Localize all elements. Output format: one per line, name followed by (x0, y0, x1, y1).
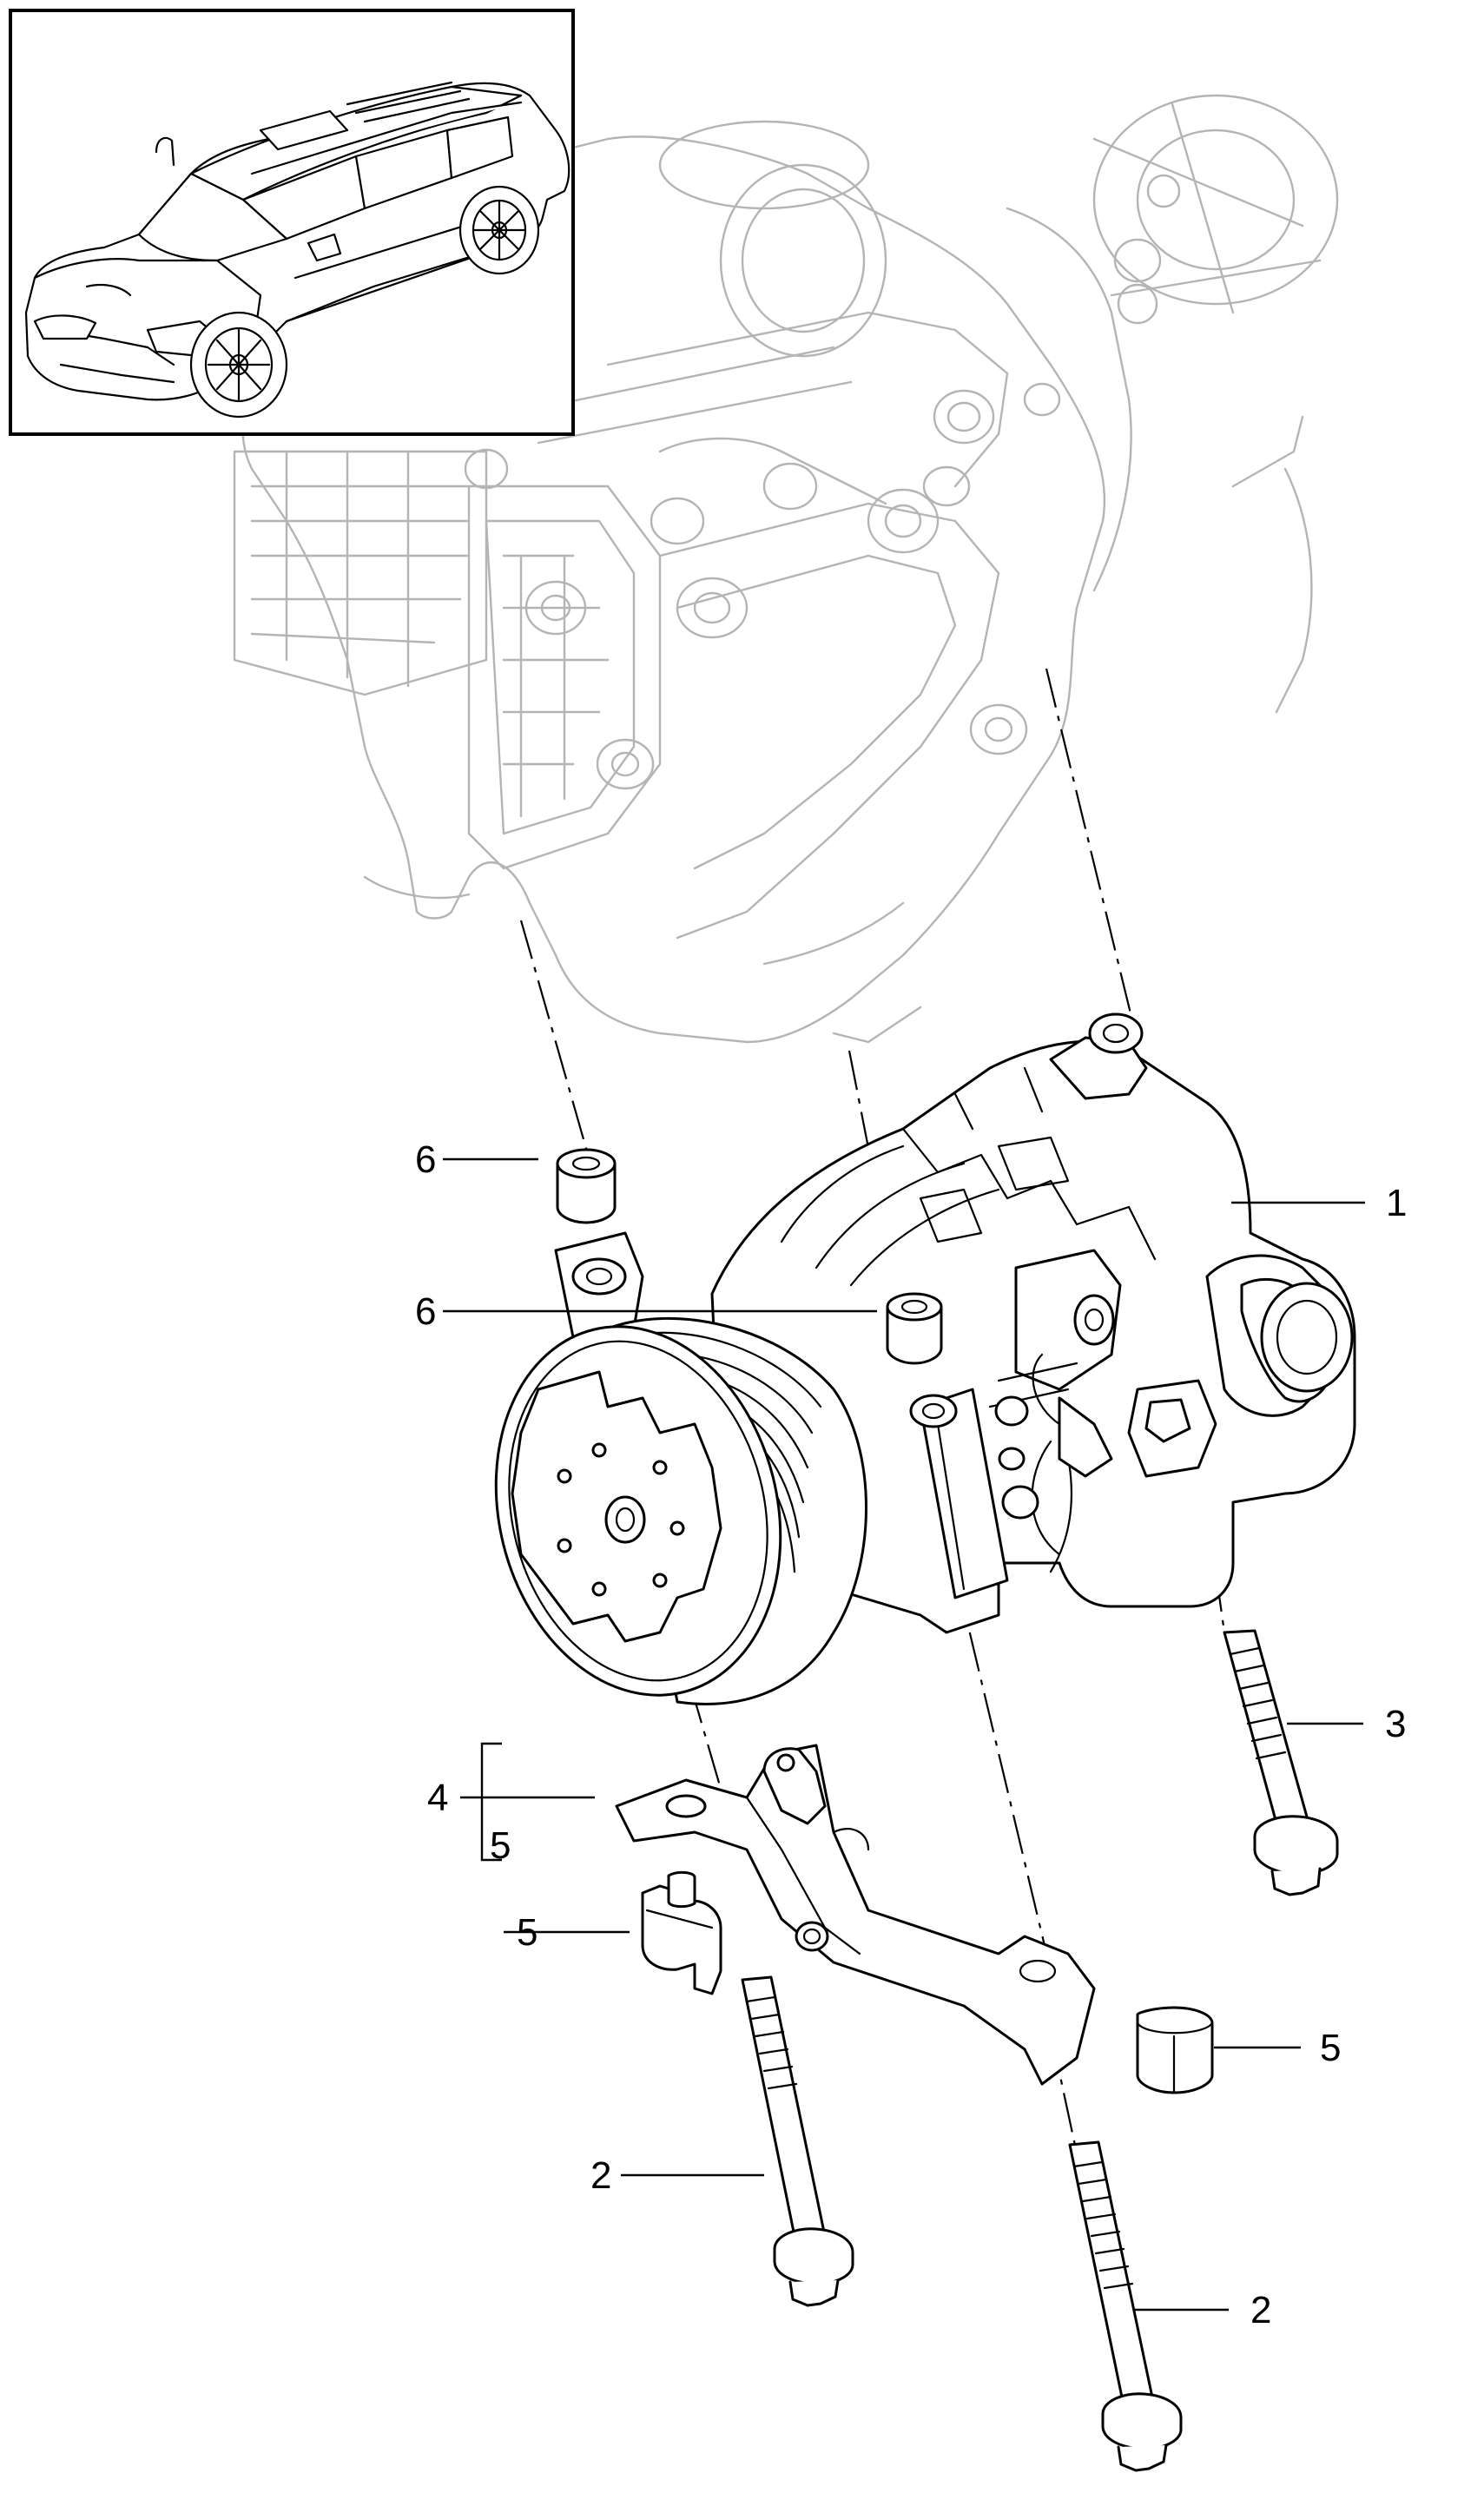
bolt-2b (1068, 2140, 1183, 2472)
clip-5c (1136, 2006, 1214, 2094)
callout-5c: 5 (1320, 2027, 1341, 2069)
callout-1: 1 (1386, 1182, 1407, 1224)
mounting-bracket (615, 1744, 1096, 2086)
spacer-sleeve-6a (556, 1148, 617, 1224)
callout-2a: 2 (590, 2154, 611, 2197)
ac-compressor (494, 1012, 1356, 1705)
callout-2b: 2 (1250, 2289, 1271, 2331)
bolt-3 (1223, 1629, 1339, 1896)
callout-3: 3 (1385, 1703, 1406, 1745)
bolt-2a (741, 1975, 854, 2307)
vehicle-thumbnail (9, 9, 575, 436)
callout-labels: 1 2 2 3 4 5 5 5 6 6 (415, 1138, 1407, 2331)
leader-lines (443, 1157, 1365, 2311)
callout-6a: 6 (415, 1138, 436, 1181)
engine-bracket-outline (233, 94, 1339, 1044)
clip-5b (641, 1870, 722, 1995)
callout-5b: 5 (517, 1911, 538, 1954)
spacer-sleeve-6b (886, 1292, 943, 1365)
callout-5a: 5 (490, 1824, 511, 1867)
callout-6b: 6 (415, 1290, 436, 1333)
callout-4: 4 (427, 1777, 448, 1819)
